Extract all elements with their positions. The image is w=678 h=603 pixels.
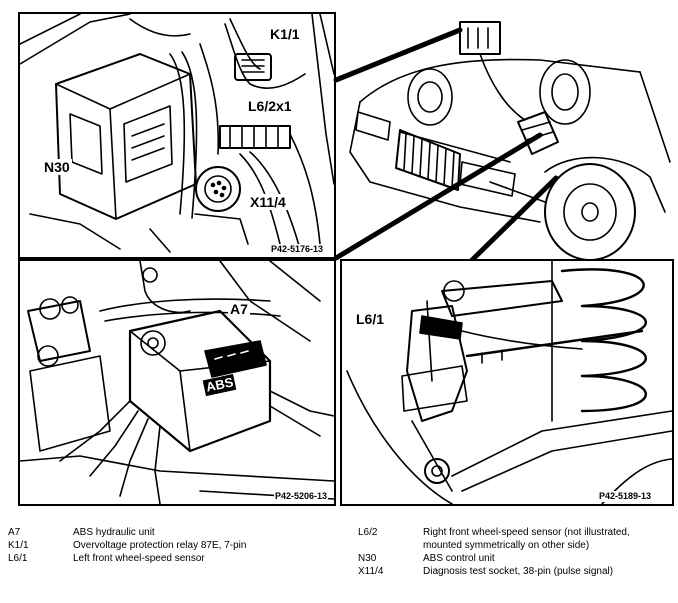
callout-l6-1: L6/1 (354, 311, 387, 327)
panel-hydraulic-unit-bottom-left: A7 ABS P42-5206-13 (18, 259, 336, 506)
legend-code: X11/4 (358, 566, 384, 577)
engine-bay-drawing (20, 14, 334, 253)
figure-reference: P42-5189-13 (598, 491, 653, 502)
figure-reference: P42-5206-13 (274, 491, 329, 502)
figure-reference: P42-5176-13 (270, 244, 325, 255)
legend-code: K1/1 (8, 540, 29, 551)
vehicle-overview-illustration (340, 12, 672, 262)
legend-desc: Left front wheel-speed sensor (73, 553, 205, 564)
legend-desc: Diagnosis test socket, 38-pin (pulse sig… (423, 566, 614, 577)
legend-desc: ABS hydraulic unit (73, 527, 155, 538)
wheel-sensor-drawing (346, 261, 672, 504)
legend-row: X11/4 Diagnosis test socket, 38-pin (pul… (358, 565, 673, 578)
legend-code: N30 (358, 553, 377, 564)
hydraulic-unit-drawing (20, 261, 334, 504)
legend-code: A7 (8, 527, 21, 538)
legend-row: A7 ABS hydraulic unit (8, 526, 338, 539)
panel-wheel-sensor-bottom-right: L6/1 P42-5189-13 (340, 259, 674, 506)
callout-x11-4: X11/4 (248, 194, 288, 210)
callout-l6-2x1: L6/2x1 (246, 98, 294, 114)
callout-a7: A7 (228, 301, 250, 317)
panel-engine-bay-top-left: K1/1 L6/2x1 N30 X11/4 P42-5176-13 (18, 12, 336, 259)
car-front-drawing (349, 21, 671, 261)
legend-code: L6/2 (358, 527, 378, 538)
legend-left-column: A7 ABS hydraulic unit K1/1 Overvoltage p… (8, 526, 338, 565)
legend-row: L6/1 Left front wheel-speed sensor (8, 552, 338, 565)
legend-row: L6/2 Right front wheel-speed sensor (not… (358, 526, 673, 552)
legend-row: N30 ABS control unit (358, 552, 673, 565)
legend-code: L6/1 (8, 553, 28, 564)
legend-desc: Right front wheel-speed sensor (not illu… (423, 527, 630, 551)
legend-right-column: L6/2 Right front wheel-speed sensor (not… (358, 526, 673, 578)
callout-k1-1: K1/1 (268, 26, 302, 42)
legend-row: K1/1 Overvoltage protection relay 87E, 7… (8, 539, 338, 552)
callout-n30: N30 (42, 159, 72, 175)
legend-desc: ABS control unit (423, 553, 495, 564)
legend-desc: Overvoltage protection relay 87E, 7-pin (73, 540, 247, 551)
